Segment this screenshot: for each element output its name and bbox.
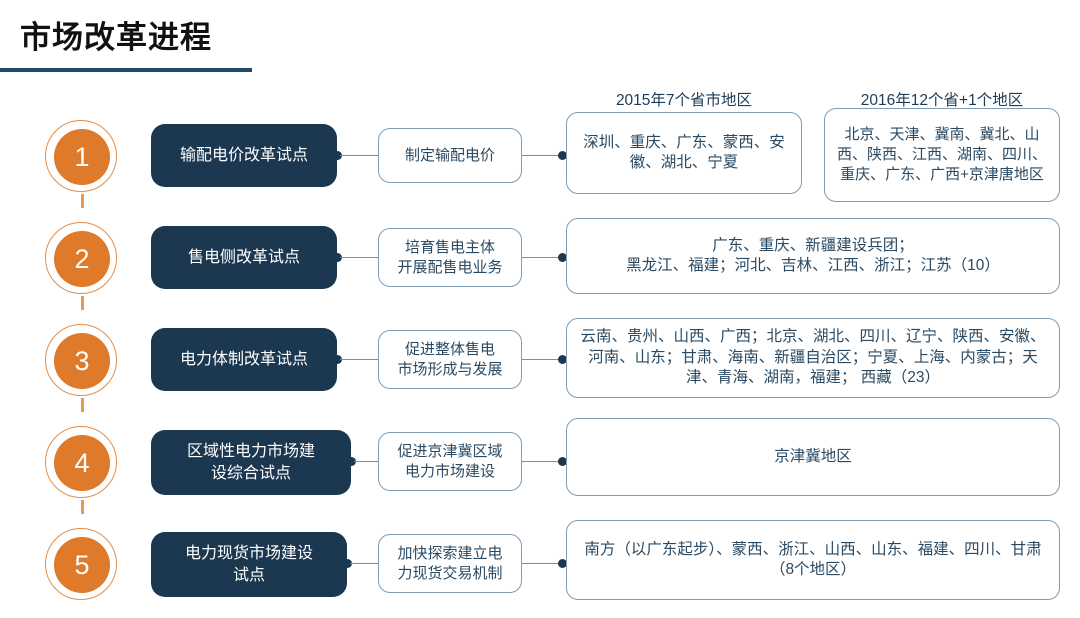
row-regions-2016-1[interactable]: 北京、天津、冀南、冀北、山西、陕西、江西、湖南、四川、重庆、广东、广西+京津唐地…	[824, 108, 1060, 202]
connector-line-r1-b	[522, 155, 566, 157]
connector-line-r2-b	[522, 257, 566, 259]
row-title-5[interactable]: 电力现货市场建设 试点	[151, 532, 347, 597]
timeline-dash-4-5	[81, 500, 84, 514]
step-circle-5[interactable]: 5	[45, 528, 117, 600]
connector-line-r5-a	[350, 563, 380, 565]
connector-dot-r5-region	[558, 559, 567, 568]
timeline-dash-1-2	[81, 194, 84, 208]
connector-line-r4-b	[522, 461, 566, 463]
connector-line-r2-a	[340, 257, 380, 259]
connector-dot-r2-region	[558, 253, 567, 262]
connector-line-r5-b	[522, 563, 566, 565]
connector-line-r4-a	[354, 461, 380, 463]
row-regions-5[interactable]: 南方（以广东起步）、蒙西、浙江、山西、山东、福建、四川、甘肃（8个地区）	[566, 520, 1060, 600]
connector-dot-r3-title	[333, 355, 342, 364]
step-number-2: 2	[54, 231, 110, 287]
row-title-4[interactable]: 区域性电力市场建 设综合试点	[151, 430, 351, 495]
step-circle-2[interactable]: 2	[45, 222, 117, 294]
row-regions-2[interactable]: 广东、重庆、新疆建设兵团； 黑龙江、福建；河北、吉林、江西、浙江；江苏（10）	[566, 218, 1060, 294]
connector-dot-r1-region	[558, 151, 567, 160]
step-circle-3[interactable]: 3	[45, 324, 117, 396]
timeline-dash-3-4	[81, 398, 84, 412]
row-goal-4[interactable]: 促进京津冀区域 电力市场建设	[378, 432, 522, 491]
row-regions-2015-1[interactable]: 深圳、重庆、广东、蒙西、安徽、湖北、宁夏	[566, 112, 802, 194]
row-goal-3[interactable]: 促进整体售电 市场形成与发展	[378, 330, 522, 389]
row-goal-1[interactable]: 制定输配电价	[378, 128, 522, 183]
connector-line-r1-a	[340, 155, 380, 157]
row-regions-3[interactable]: 云南、贵州、山西、广西；北京、湖北、四川、辽宁、陕西、安徽、河南、山东；甘肃、海…	[566, 318, 1060, 398]
step-number-5: 5	[54, 537, 110, 593]
connector-dot-r4-region	[558, 457, 567, 466]
connector-dot-r3-region	[558, 355, 567, 364]
row-goal-5[interactable]: 加快探索建立电 力现货交易机制	[378, 534, 522, 593]
timeline-dash-2-3	[81, 296, 84, 310]
step-circle-4[interactable]: 4	[45, 426, 117, 498]
connector-line-r3-b	[522, 359, 566, 361]
row-title-3[interactable]: 电力体制改革试点	[151, 328, 337, 391]
step-number-1: 1	[54, 129, 110, 185]
connector-dot-r4-title	[347, 457, 356, 466]
connector-dot-r5-title	[343, 559, 352, 568]
row-goal-2[interactable]: 培育售电主体 开展配售电业务	[378, 228, 522, 287]
connector-dot-r1-title	[333, 151, 342, 160]
row-title-1[interactable]: 输配电价改革试点	[151, 124, 337, 187]
step-circle-1[interactable]: 1	[45, 120, 117, 192]
row-regions-4[interactable]: 京津冀地区	[566, 418, 1060, 496]
step-number-3: 3	[54, 333, 110, 389]
page-title: 市场改革进程	[20, 20, 212, 55]
column-header-2016: 2016年12个省+1个地区	[860, 92, 1024, 109]
connector-line-r3-a	[340, 359, 380, 361]
connector-dot-r2-title	[333, 253, 342, 262]
title-underline-divider	[0, 68, 252, 72]
column-header-2015: 2015年7个省市地区	[615, 92, 753, 109]
step-number-4: 4	[54, 435, 110, 491]
row-title-2[interactable]: 售电侧改革试点	[151, 226, 337, 289]
